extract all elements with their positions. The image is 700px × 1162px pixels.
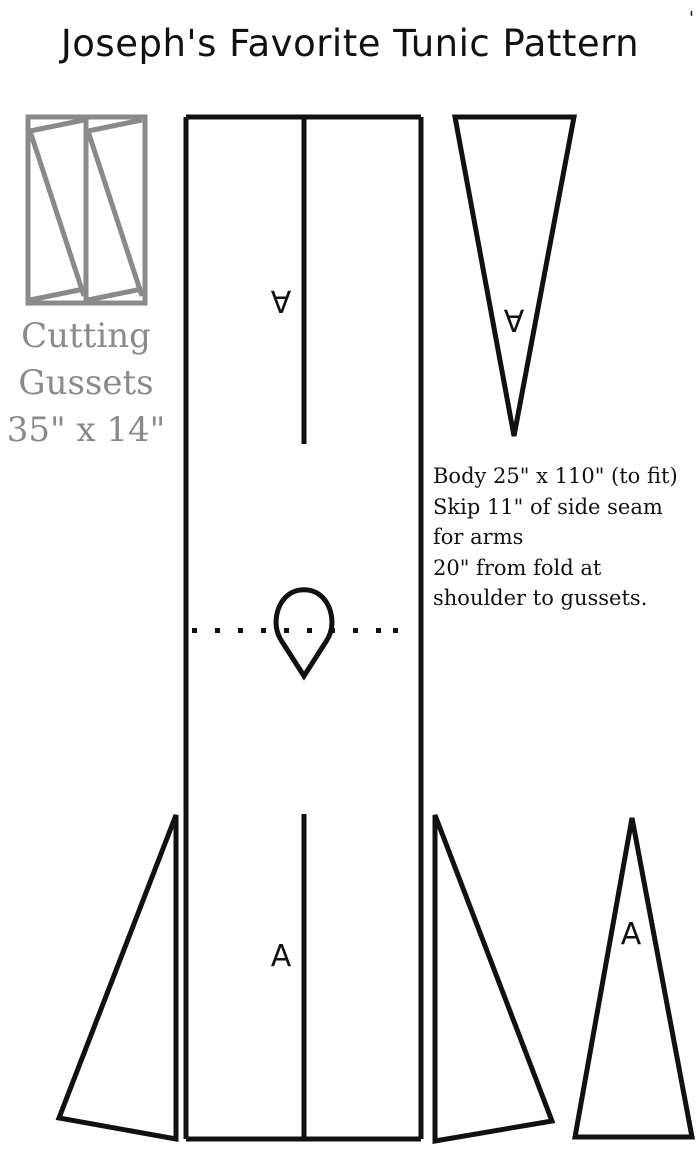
- gore-top-right: [451, 114, 578, 437]
- notes-line-5: shoulder to gussets.: [433, 586, 648, 610]
- pattern-notes: Body 25" x 110" (to fit) Skip 11" of sid…: [433, 461, 678, 614]
- gusset-cross-bottom-left: [29, 286, 85, 303]
- notes-line-3: for arms: [433, 525, 524, 549]
- label-body-bottom: A: [270, 939, 292, 974]
- notes-line-1: Body 25" x 110" (to fit): [433, 464, 678, 488]
- gore-bottom-right: [572, 817, 696, 1140]
- gusset-caption-line-2: Gussets: [18, 363, 154, 403]
- label-gore-top-right: A: [503, 302, 525, 337]
- gusset-diagonal-right: [85, 130, 145, 297]
- gusset-cross-bottom-right: [87, 286, 143, 303]
- notes-line-2: Skip 11" of side seam: [433, 494, 663, 519]
- shoulder-fold-line: [192, 628, 398, 633]
- gusset-diagonal-left: [27, 130, 87, 297]
- body-panel: [183, 114, 424, 1142]
- notes-line-4: 20" from fold at: [433, 555, 602, 580]
- gore-bottom-middle: [432, 814, 556, 1144]
- neck-hole: [273, 587, 335, 681]
- label-gore-bottom-right: A: [620, 917, 642, 952]
- gusset-caption: Cutting Gussets 35" x 14": [4, 313, 168, 454]
- page-title: Joseph's Favorite Tunic Pattern: [60, 22, 640, 65]
- gusset-cutting-diagram: [25, 114, 148, 306]
- gusset-cross-top-left: [29, 117, 85, 134]
- gusset-cross-top-right: [87, 117, 143, 134]
- gusset-caption-line-1: Cutting: [21, 316, 151, 356]
- label-body-top: A: [270, 283, 292, 318]
- gore-pieces: [55, 114, 696, 1144]
- gore-bottom-left: [55, 814, 179, 1142]
- edge-mark: ': [689, 8, 694, 29]
- gusset-caption-line-3: 35" x 14": [6, 410, 166, 450]
